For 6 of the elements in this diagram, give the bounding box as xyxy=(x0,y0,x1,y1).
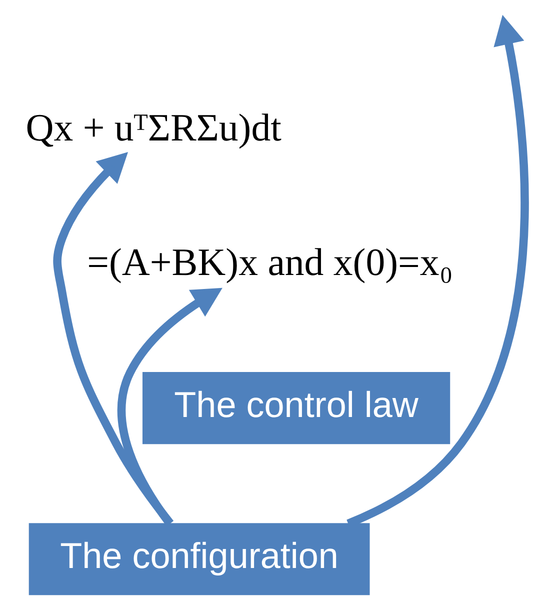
arrow xyxy=(117,288,222,526)
node-text: Qx + uᵀΣRΣu)dt xyxy=(26,106,282,150)
node-box: The configuration xyxy=(28,523,370,596)
node-text: =(A+BK)x and x(0)=x₀ xyxy=(87,240,453,284)
node-box: The control law xyxy=(142,372,450,444)
arrow xyxy=(53,152,174,526)
